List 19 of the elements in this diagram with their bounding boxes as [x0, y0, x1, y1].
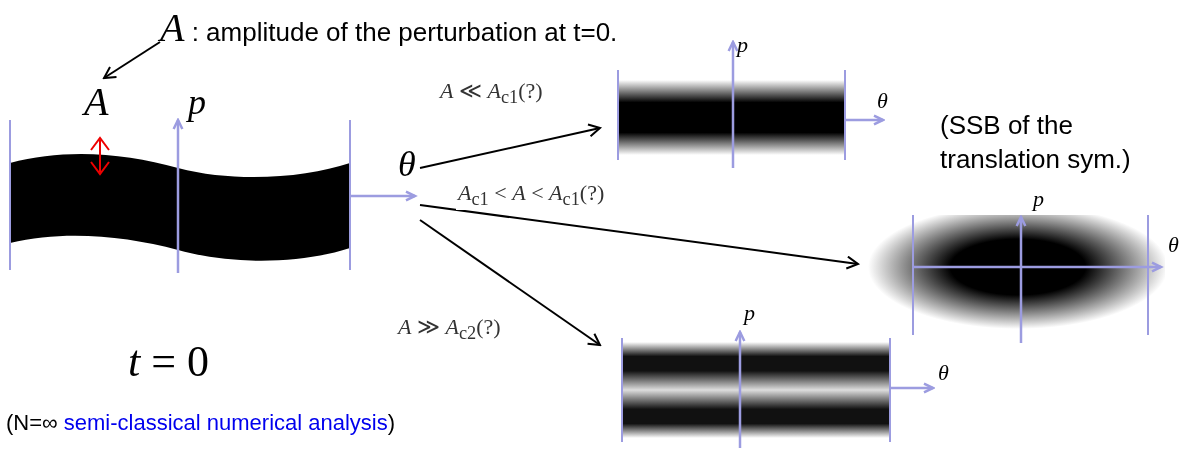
axis-label: p — [737, 34, 748, 56]
axis-label: p — [188, 84, 206, 120]
annotation-text: A : amplitude of the perturbation at t=0. — [160, 4, 618, 51]
caption-text: semi-classical numerical analysis — [63, 410, 388, 435]
axis-label: p — [744, 302, 755, 324]
axis-label: θ — [877, 90, 888, 112]
caption-text: (N=∞ — [6, 410, 58, 435]
time-label: t = 0 — [128, 336, 210, 387]
axis-label: p — [1033, 188, 1044, 210]
arrow — [419, 123, 601, 169]
axis-label: θ — [398, 146, 416, 182]
amplitude-label: A — [84, 78, 109, 125]
arrow — [103, 41, 161, 79]
axis-label: θ — [1168, 234, 1179, 256]
arrow — [419, 219, 601, 346]
arrow — [419, 204, 859, 270]
caption-text: ) — [387, 410, 396, 435]
axis-label: θ — [938, 362, 949, 384]
note-text: (SSB of the translation sym.) — [940, 109, 1132, 176]
